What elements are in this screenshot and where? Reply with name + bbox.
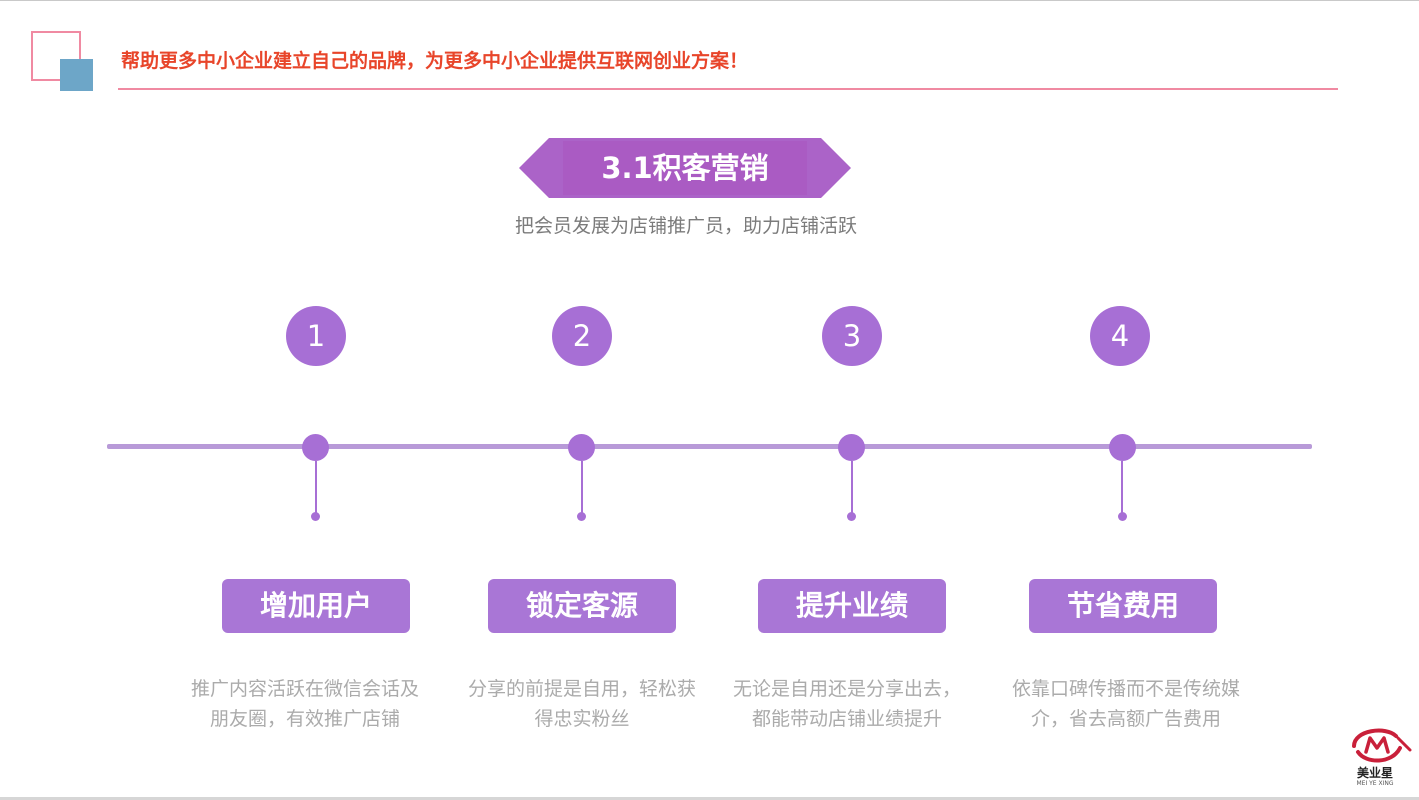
timeline-stem-dot — [1118, 512, 1127, 521]
step-description-line: 推广内容活跃在微信会话及 — [190, 678, 419, 700]
timeline-stem-dot — [311, 512, 320, 521]
timeline-node — [838, 434, 865, 461]
top-border — [0, 0, 1419, 1]
step-label: 锁定客源 — [488, 579, 676, 633]
timeline-line — [107, 444, 1312, 449]
step-number-badge: 1 — [286, 306, 346, 366]
step-number-badge: 4 — [1090, 306, 1150, 366]
timeline-stem — [581, 461, 583, 516]
step-description: 推广内容活跃在微信会话及 朋友圈，有效推广店铺 — [170, 674, 440, 738]
step-label: 增加用户 — [222, 579, 410, 633]
header-slogan: 帮助更多中小企业建立自己的品牌，为更多中小企业提供互联网创业方案！ — [121, 50, 749, 72]
step-description-line: 依靠口碑传播而不是传统媒 — [1011, 678, 1240, 700]
timeline-stem — [1121, 461, 1123, 516]
banner-shape — [519, 138, 851, 198]
step-description: 分享的前提是自用，轻松获 得忠实粉丝 — [447, 674, 717, 738]
header-decor-filled-square — [60, 59, 93, 91]
timeline-node — [1109, 434, 1136, 461]
step-label: 节省费用 — [1029, 579, 1217, 633]
logo-name-cn: 美业星 — [1356, 766, 1393, 780]
logo-name-en: MEI YE XING — [1356, 780, 1394, 787]
timeline-stem — [851, 461, 853, 516]
bottom-border — [0, 797, 1419, 800]
step-description-line: 分享的前提是自用，轻松获 — [467, 678, 696, 700]
logo-mark-icon — [1352, 728, 1412, 763]
step-description-line: 无论是自用还是分享出去， — [732, 678, 961, 700]
timeline-node — [302, 434, 329, 461]
section-title: 3.1积客营销 — [601, 151, 769, 185]
step-description: 无论是自用还是分享出去， 都能带动店铺业绩提升 — [712, 674, 982, 738]
step-description-line: 得忠实粉丝 — [534, 708, 630, 730]
step-description: 依靠口碑传播而不是传统媒 介，省去高额广告费用 — [991, 674, 1261, 738]
timeline-node — [568, 434, 595, 461]
step-number-badge: 2 — [552, 306, 612, 366]
header-decor-outline-square — [31, 31, 81, 81]
timeline-stem — [315, 461, 317, 516]
section-title-banner: 3.1积客营销 — [519, 138, 851, 198]
step-label: 提升业绩 — [758, 579, 946, 633]
step-number-badge: 3 — [822, 306, 882, 366]
step-description-line: 都能带动店铺业绩提升 — [751, 708, 942, 730]
header-divider — [118, 88, 1338, 90]
step-description-line: 介，省去高额广告费用 — [1030, 708, 1221, 730]
brand-logo: 美业星 MEI YE XING — [1346, 722, 1412, 790]
timeline-stem-dot — [847, 512, 856, 521]
timeline-stem-dot — [577, 512, 586, 521]
section-subtitle: 把会员发展为店铺推广员，助力店铺活跃 — [514, 215, 857, 237]
step-description-line: 朋友圈，有效推广店铺 — [209, 708, 400, 730]
